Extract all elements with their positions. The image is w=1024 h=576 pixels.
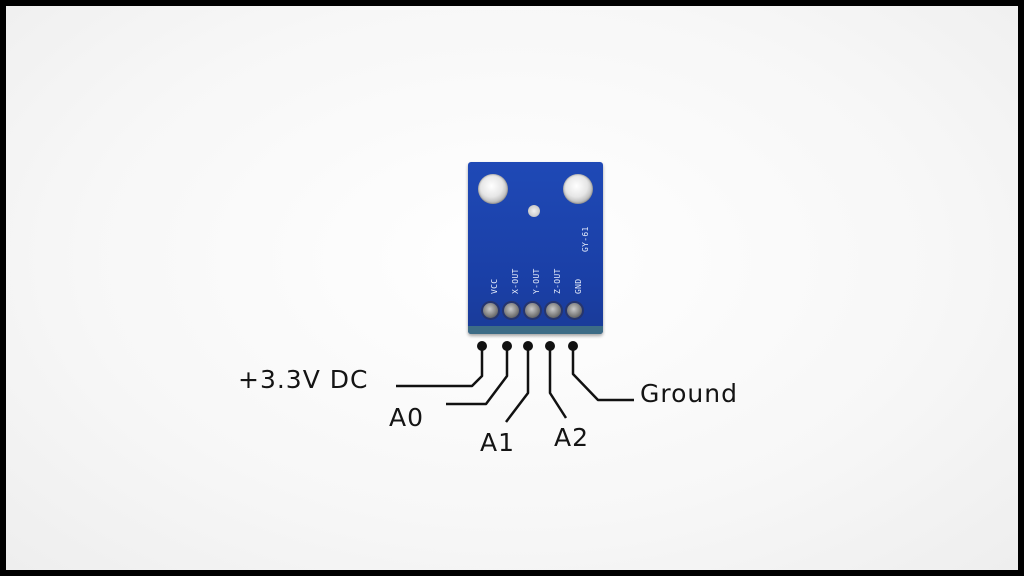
leader-line-a1 xyxy=(505,346,530,423)
pinout-leader-lines xyxy=(396,341,634,423)
leader-line-a2 xyxy=(548,346,568,419)
leader-line-ground xyxy=(571,346,634,402)
callout-a1: A1 xyxy=(480,428,516,457)
gy61-accelerometer-board: GY-61 VCC X-OUT Y-OUT Z-OUT GND xyxy=(468,162,603,334)
pin-dot-a1 xyxy=(523,341,533,351)
center-via xyxy=(528,205,540,217)
header-pin-x-out xyxy=(504,303,519,318)
callout-ground: Ground xyxy=(640,379,738,408)
pin-dot-ground xyxy=(568,341,578,351)
callout-vcc: +3.3V DC xyxy=(238,365,369,394)
pin-dot-a2 xyxy=(545,341,555,351)
mounting-hole-left xyxy=(478,174,508,204)
header-pin-y-out xyxy=(525,303,540,318)
leader-line-vcc xyxy=(396,346,484,388)
header-pin-z-out xyxy=(546,303,561,318)
mounting-hole-right xyxy=(563,174,593,204)
header-pin-vcc xyxy=(483,303,498,318)
photo-frame: GY-61 VCC X-OUT Y-OUT Z-OUT GND xyxy=(6,6,1018,570)
leader-line-a0 xyxy=(446,346,509,406)
callout-a0: A0 xyxy=(389,403,425,432)
header-pin-gnd xyxy=(567,303,582,318)
callout-a2: A2 xyxy=(554,423,590,452)
pin-dot-vcc xyxy=(477,341,487,351)
pin-dot-a0 xyxy=(502,341,512,351)
